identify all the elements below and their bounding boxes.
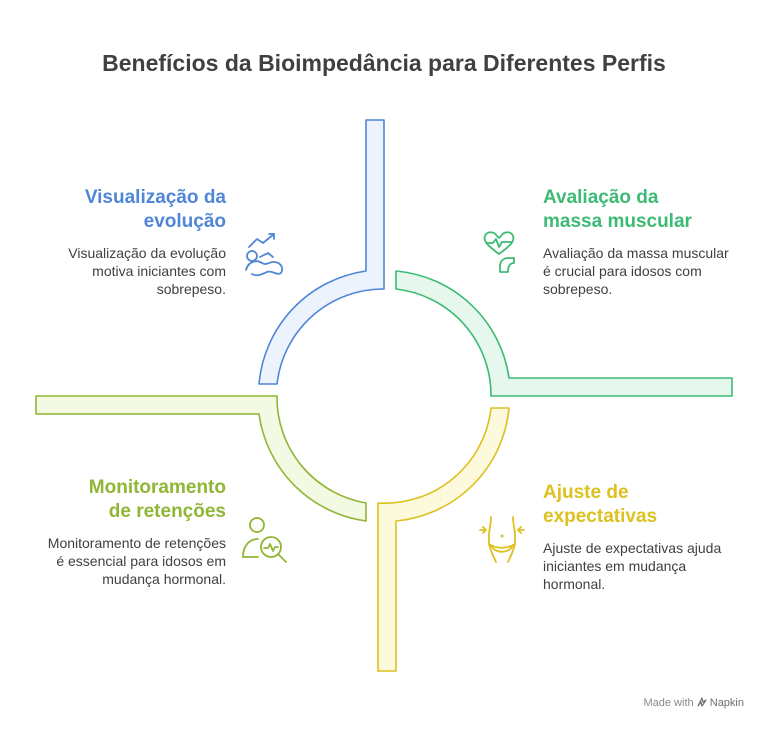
person-magnify-icon (242, 517, 287, 563)
block-description: Ajuste de expectativas ajuda iniciantes … (543, 540, 722, 592)
block-description: Visualização da evolução motiva iniciant… (68, 245, 226, 297)
page-title: Benefícios da Bioimpedância para Diferen… (102, 50, 666, 76)
block-ajuste: Ajuste de expectativas Ajuste de expecta… (543, 481, 733, 593)
block-avaliacao: Avaliação da massa muscular Avaliação da… (543, 186, 733, 298)
arc-bottom-left (35, 395, 367, 522)
arc-top-left (258, 119, 385, 385)
block-title: Visualização da evolução (84, 187, 226, 232)
chart-person-icon (245, 233, 284, 277)
napkin-logo-icon (697, 697, 710, 709)
block-title: Avaliação da massa muscular (543, 187, 692, 232)
made-with-label: Made with (643, 697, 694, 709)
block-title: Monitoramento de retenções (88, 477, 226, 522)
waist-measure-icon (479, 516, 525, 563)
footer-credit: Made with Napkin (643, 697, 744, 709)
block-visualizacao: Visualização da evolução Visualização da… (60, 186, 226, 298)
block-monitoramento: Monitoramento de retenções Monitoramento… (40, 476, 226, 588)
arc-top-right (395, 270, 733, 397)
block-title: Ajuste de expectativas (543, 482, 658, 527)
block-description: Avaliação da massa muscular é crucial pa… (543, 245, 729, 297)
block-description: Monitoramento de retenções é essencial p… (47, 535, 226, 587)
heart-muscle-icon (483, 231, 515, 273)
arc-bottom-right (377, 407, 510, 672)
napkin-brand: Napkin (709, 697, 744, 709)
